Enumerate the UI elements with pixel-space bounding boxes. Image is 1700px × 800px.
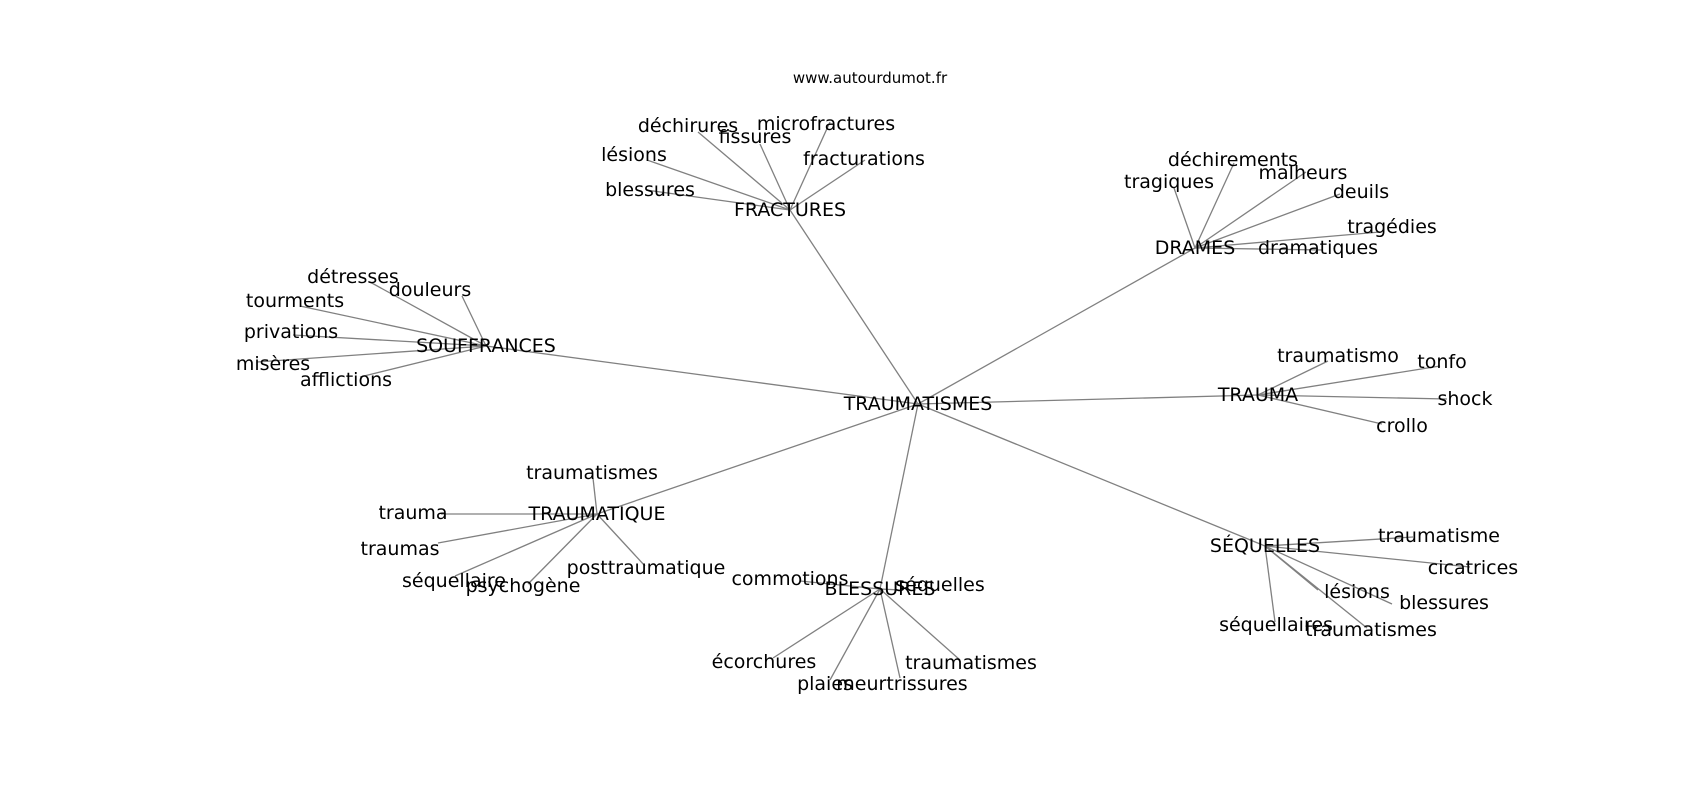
hub-node-traumatique: TRAUMATIQUE bbox=[528, 503, 666, 525]
edge-sequelles-blessures bbox=[1264, 545, 1393, 605]
edge-drames-dramatiques bbox=[1194, 247, 1324, 251]
hub-node-blessures: BLESSURES bbox=[825, 578, 936, 600]
leaf-node-douleurs: douleurs bbox=[389, 279, 471, 301]
edge-drames-tragedies bbox=[1194, 231, 1381, 249]
edge-trauma-tonfo bbox=[1257, 365, 1441, 396]
leaf-node-miseres: misères bbox=[236, 353, 310, 375]
leaf-node-afflictions: afflictions bbox=[300, 369, 392, 391]
edge-center-trauma bbox=[917, 394, 1259, 405]
edge-sequelles-traumatismes bbox=[1264, 545, 1368, 629]
edge-drames-malheurs bbox=[1194, 171, 1307, 249]
leaf-node-privations: privations bbox=[244, 321, 338, 343]
edge-traumatique-traumatismes bbox=[592, 477, 598, 515]
edge-drames-dechirements bbox=[1194, 162, 1235, 249]
edge-trauma-traumatismo bbox=[1257, 360, 1329, 396]
edge-center-drames bbox=[917, 247, 1196, 405]
leaf-node-ecorchures: écorchures bbox=[712, 651, 817, 673]
leaf-node-commotions: commotions bbox=[731, 568, 848, 590]
center-node: TRAUMATISMES bbox=[843, 393, 993, 415]
leaf-node-sequelles: séquelles bbox=[895, 574, 985, 596]
edge-traumatique-sequellaire bbox=[454, 513, 598, 577]
edge-drames-deuils bbox=[1194, 193, 1341, 249]
leaf-node-tourments: tourments bbox=[246, 290, 344, 312]
leaf-node-posttraumatique: posttraumatique bbox=[567, 557, 726, 579]
edge-souffrances-privations bbox=[292, 334, 487, 347]
edge-fractures-blessures bbox=[645, 189, 791, 211]
edge-souffrances-afflictions bbox=[359, 345, 487, 378]
edge-center-blessures bbox=[879, 403, 919, 590]
leaf-node-lesions: lésions bbox=[601, 144, 667, 166]
edge-blessures-sequelles bbox=[879, 588, 901, 591]
hub-node-drames: DRAMES bbox=[1155, 237, 1236, 259]
leaf-node-traumatisme: traumatisme bbox=[1378, 525, 1500, 547]
leaf-node-deuils: deuils bbox=[1333, 181, 1389, 203]
leaf-node-fissures: fissures bbox=[719, 126, 792, 148]
edge-center-souffrances bbox=[485, 345, 919, 405]
leaf-node-dechirures: déchirures bbox=[638, 115, 738, 137]
edge-fractures-fracturations bbox=[789, 159, 866, 211]
leaf-node-dramatiques: dramatiques bbox=[1258, 237, 1378, 259]
leaf-node-traumatismes: traumatismes bbox=[905, 652, 1037, 674]
hub-node-fractures: FRACTURES bbox=[734, 199, 846, 221]
leaf-node-crollo: crollo bbox=[1376, 415, 1428, 437]
edge-fractures-fissures bbox=[759, 143, 791, 211]
edge-blessures-commotions bbox=[799, 580, 881, 590]
leaf-node-tonfo: tonfo bbox=[1417, 351, 1466, 373]
hub-node-souffrances: SOUFFRANCES bbox=[416, 335, 556, 357]
edge-souffrances-douleurs bbox=[461, 295, 487, 347]
leaf-node-microfractures: microfractures bbox=[757, 113, 895, 135]
edge-drames-tragiques bbox=[1173, 187, 1196, 249]
leaf-node-sequellaire: séquellaire bbox=[402, 570, 506, 592]
edge-souffrances-detresses bbox=[369, 281, 487, 347]
leaf-node-traumas: traumas bbox=[361, 538, 440, 560]
leaf-node-plaies: plaies bbox=[797, 673, 853, 695]
edge-fractures-microfractures bbox=[789, 121, 831, 211]
leaf-node-tragiques: tragiques bbox=[1124, 171, 1214, 193]
leaf-node-malheurs: malheurs bbox=[1259, 162, 1348, 184]
edge-souffrances-miseres bbox=[256, 345, 487, 363]
edge-blessures-meurtrissures bbox=[879, 588, 901, 679]
leaf-node-meurtrissures: meurtrissures bbox=[836, 673, 967, 695]
leaf-node-sequellaires: séquellaires bbox=[1219, 614, 1333, 636]
leaf-node-shock: shock bbox=[1437, 388, 1492, 410]
edge-traumatique-psychogene bbox=[527, 513, 598, 585]
leaf-node-lesions: lésions bbox=[1324, 581, 1390, 603]
edge-traumatique-posttraumatique bbox=[596, 513, 646, 567]
site-watermark: www.autourdumot.fr bbox=[793, 69, 948, 87]
leaf-node-trauma: trauma bbox=[378, 502, 447, 524]
leaf-node-blessures: blessures bbox=[605, 179, 695, 201]
edge-blessures-plaies bbox=[829, 588, 881, 681]
edge-trauma-crollo bbox=[1257, 394, 1383, 425]
edge-fractures-dechirures bbox=[697, 131, 791, 211]
hub-node-trauma: TRAUMA bbox=[1217, 384, 1298, 406]
edge-center-traumatique bbox=[596, 403, 919, 515]
edge-center-sequelles bbox=[917, 403, 1266, 547]
leaf-node-dechirements: déchirements bbox=[1168, 149, 1298, 171]
edge-center-fractures bbox=[789, 209, 919, 405]
leaf-node-psychogene: psychogène bbox=[466, 575, 581, 597]
edge-sequelles-sequellaires bbox=[1264, 545, 1276, 623]
edge-fractures-lesions bbox=[646, 159, 791, 211]
edge-sequelles-cicatrices bbox=[1264, 545, 1471, 568]
edge-souffrances-tourments bbox=[299, 305, 487, 347]
leaf-node-fracturations: fracturations bbox=[803, 148, 925, 170]
leaf-node-traumatismo: traumatismo bbox=[1277, 345, 1399, 367]
edge-blessures-ecorchures bbox=[772, 588, 881, 659]
graph-nodes: TRAUMATISMESFRACTURESdéchiruresfissuresm… bbox=[236, 113, 1518, 695]
edge-trauma-shock bbox=[1257, 394, 1448, 400]
graph-edges bbox=[256, 121, 1471, 681]
leaf-node-detresses: détresses bbox=[307, 266, 399, 288]
leaf-node-traumatismes: traumatismes bbox=[1305, 619, 1437, 641]
leaf-node-tragedies: tragédies bbox=[1347, 216, 1437, 238]
leaf-node-traumatismes: traumatismes bbox=[526, 462, 658, 484]
edge-traumatique-traumas bbox=[437, 513, 598, 544]
leaf-node-cicatrices: cicatrices bbox=[1428, 557, 1518, 579]
edge-sequelles-traumatisme bbox=[1264, 536, 1414, 547]
leaf-node-blessures: blessures bbox=[1399, 592, 1489, 614]
edge-blessures-traumatismes bbox=[879, 588, 961, 661]
hub-node-sequelles: SÉQUELLES bbox=[1210, 534, 1320, 557]
